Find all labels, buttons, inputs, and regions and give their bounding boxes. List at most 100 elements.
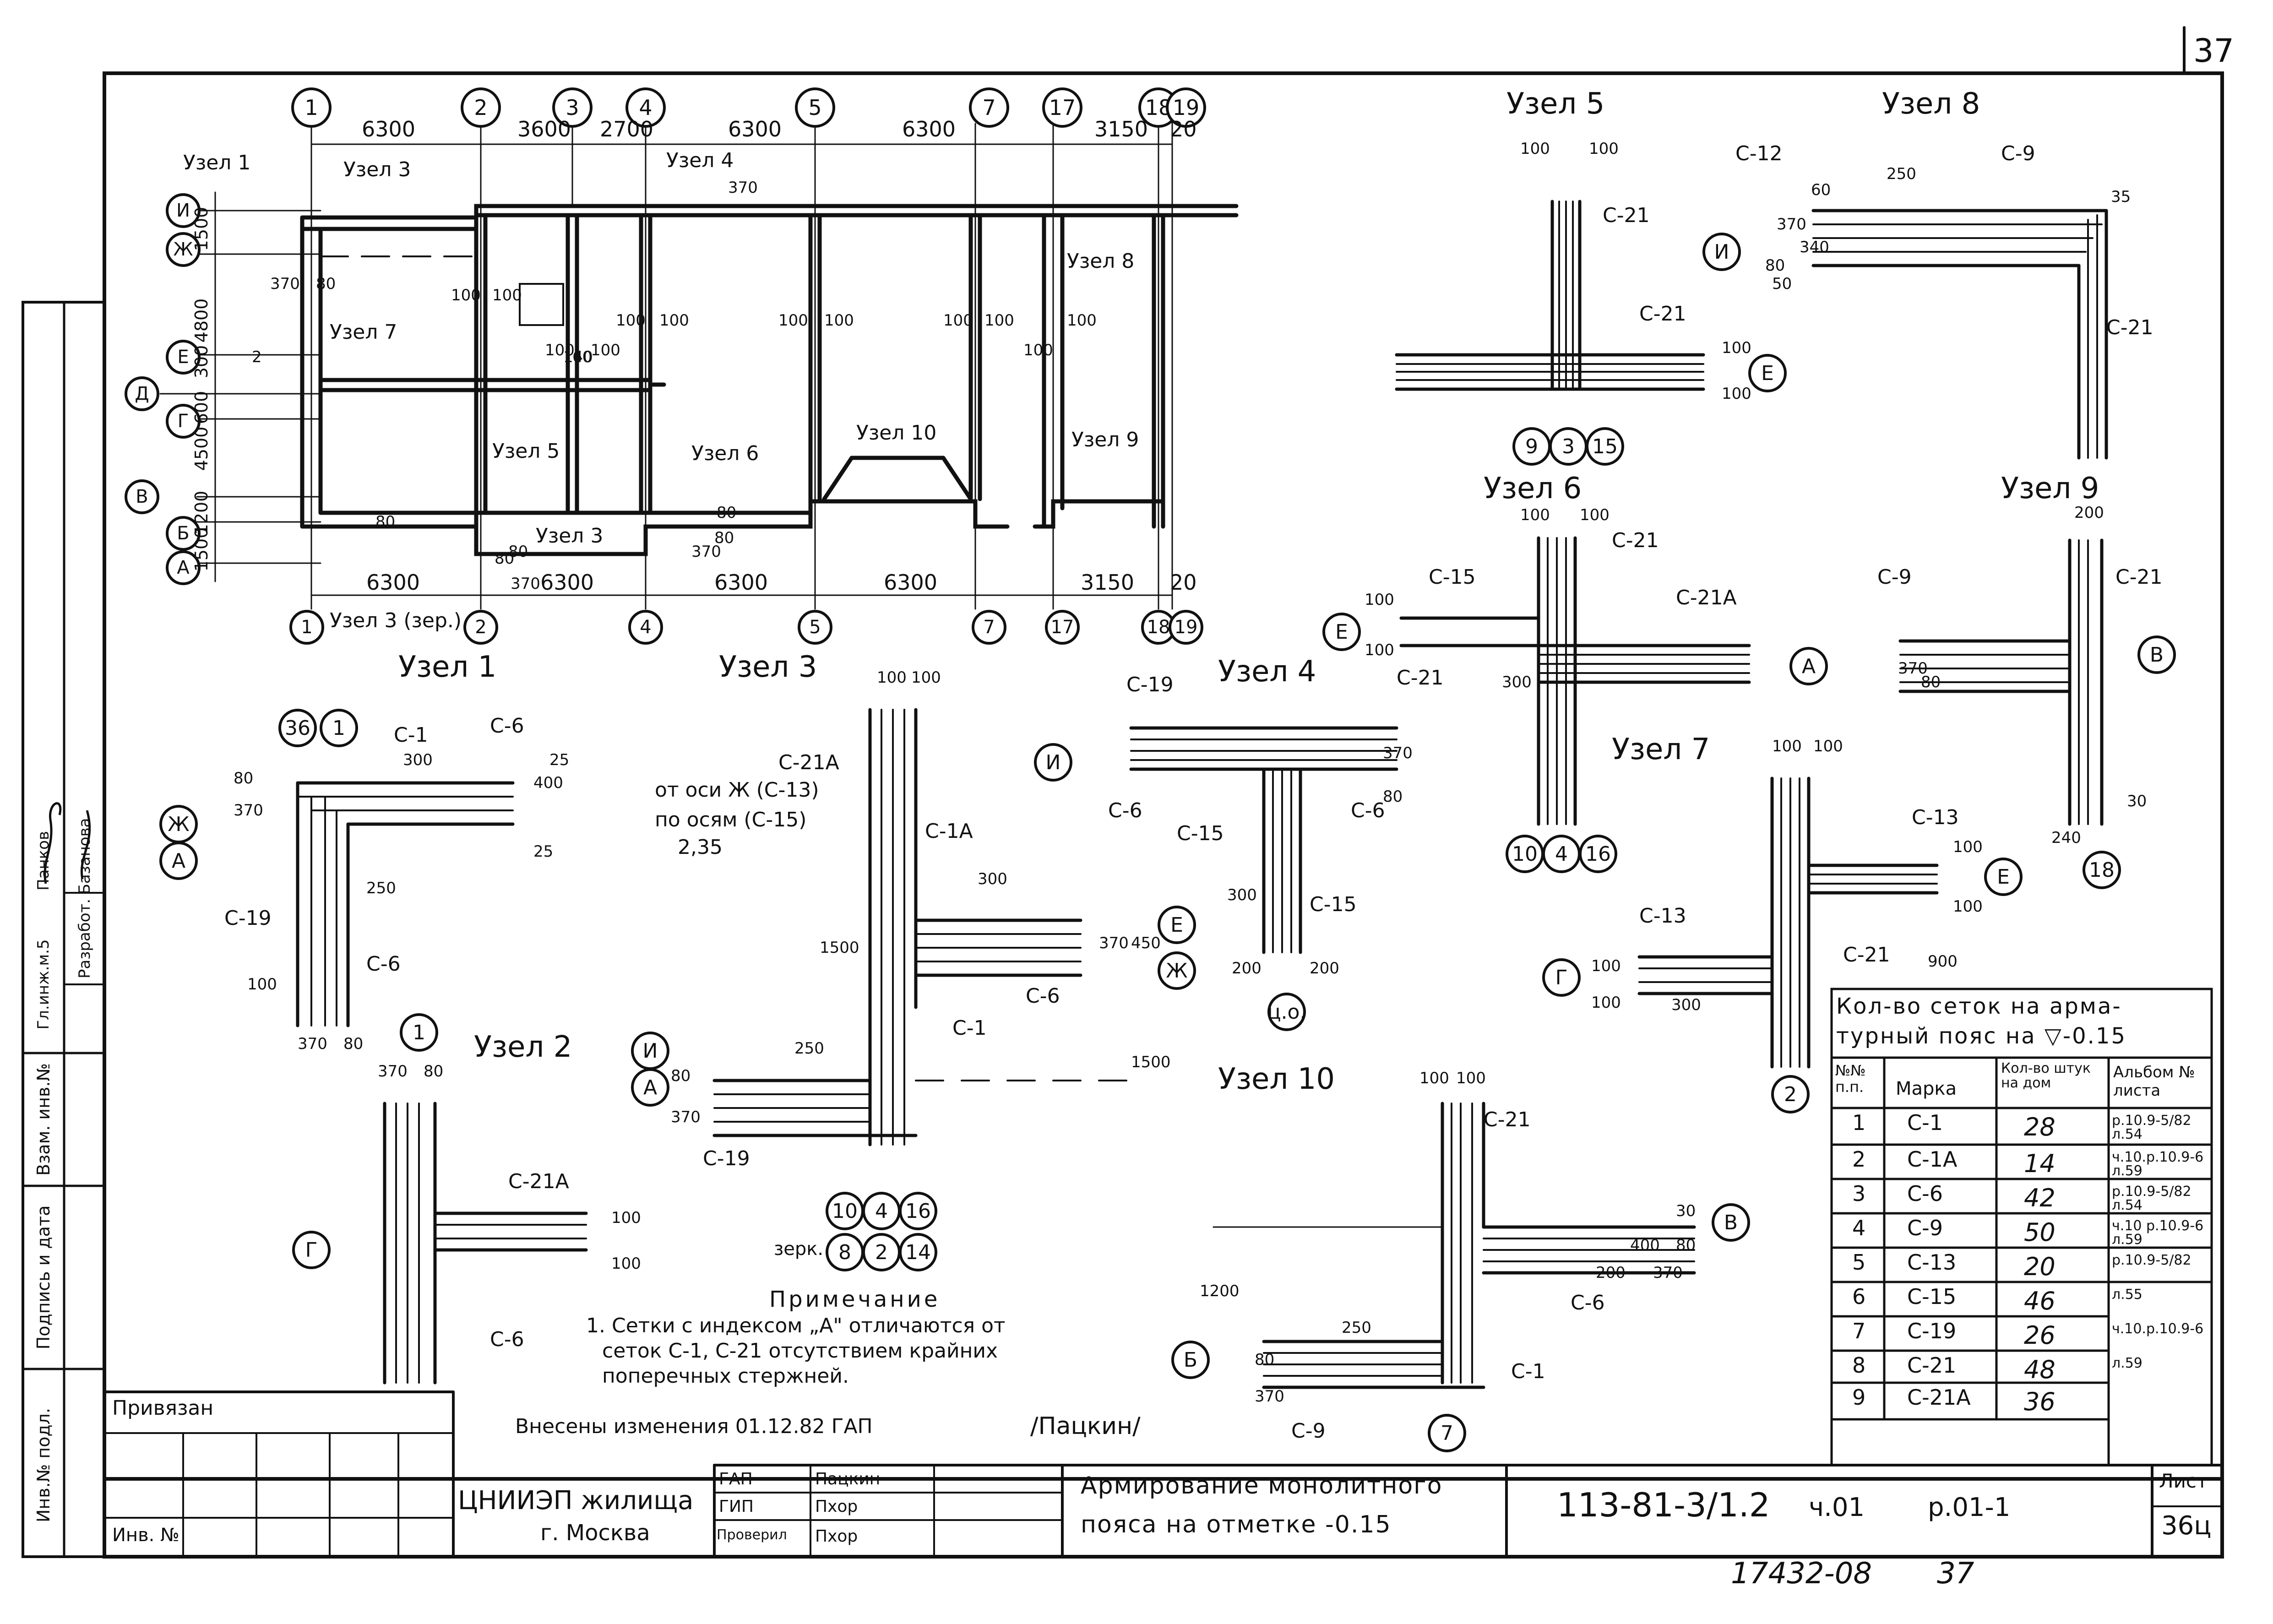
table-cell-no: 6 <box>1852 1284 1866 1309</box>
plan-node-label: Узел 10 <box>856 421 937 445</box>
mesh-label-n6: С-15 <box>1429 565 1476 589</box>
change-name: /Пацкин/ <box>1030 1412 1141 1440</box>
table-cell-album: л.59 <box>2112 1355 2142 1371</box>
node-dim-n3: 300 <box>978 870 1007 888</box>
mesh-label-n4: С-6 <box>1351 799 1385 822</box>
mesh-label-n6: С-21 <box>1612 529 1659 552</box>
node-dim-n7: 100 <box>1813 737 1843 755</box>
plan-wall-dim: 80 <box>508 543 528 561</box>
footer-page: 37 <box>1937 1557 1974 1591</box>
node-circle-n3: 10 <box>826 1192 864 1230</box>
stamp-signature-date: Подпись и дата <box>33 1205 54 1350</box>
table-header-mark: Марка <box>1896 1078 1957 1099</box>
tb-name-1: Пацкин <box>815 1470 881 1488</box>
node-dim-n3: 1500 <box>820 939 859 957</box>
table-cell-no: 8 <box>1852 1353 1866 1378</box>
plan-dim-top: 6300 <box>362 117 416 141</box>
note-line-3: поперечных стержней. <box>602 1364 849 1388</box>
node-dim-n5: 100 <box>1722 385 1751 403</box>
node-circle-n1: 1 <box>320 709 358 747</box>
plan-wall-dim: 100 <box>984 311 1014 330</box>
node-dim-n3: 100 <box>911 668 941 687</box>
node-title-n4: Узел 4 <box>1218 655 1316 689</box>
mesh-label-n1: С-6 <box>490 714 524 738</box>
node-title-n9: Узел 9 <box>2001 472 2099 505</box>
mirror-label: зерк. <box>774 1238 824 1260</box>
mesh-label-n4: С-15 <box>1177 822 1224 845</box>
tb-role-gap: ГАП <box>719 1470 753 1488</box>
table-cell-album: р.10.9-5/82 <box>2112 1252 2191 1268</box>
tb-name-2: Пхор <box>815 1497 858 1516</box>
node-dim-n10: 100 <box>1456 1069 1486 1087</box>
node-dim-n7: 100 <box>1591 957 1621 975</box>
plan-dim-top: 3150 <box>1094 117 1148 141</box>
table-cell-mark: С-6 <box>1907 1181 1943 1206</box>
table-cell-album: р.10.9-5/82 л.54 <box>2112 1113 2191 1142</box>
plan-wall-dim: 80 <box>316 275 336 293</box>
plan-wall-dim: 370 <box>691 543 721 561</box>
tb-role-checked: Проверил <box>717 1527 787 1543</box>
node-4-mesh <box>1129 726 1398 954</box>
plan-wall-dim: 100 <box>492 286 522 304</box>
plan-node-label: Узел 9 <box>1071 428 1139 451</box>
table-cell-no: 2 <box>1852 1147 1866 1172</box>
node-dim-n6: 100 <box>1365 591 1394 609</box>
axis-top-5: 5 <box>795 87 835 128</box>
note-line-2: сеток С-1, С-21 отсутствием крайних <box>602 1339 998 1363</box>
node-dim-n9: 80 <box>1921 673 1941 691</box>
mesh-label-n8: С-12 <box>1735 142 1783 165</box>
table-cell-qty: 42 <box>2024 1184 2055 1212</box>
table-grid <box>1830 988 2213 1466</box>
node-circle-n8: И <box>1702 233 1741 271</box>
table-cell-no: 9 <box>1852 1385 1866 1410</box>
node-dim-n7: 100 <box>1953 838 1983 856</box>
mesh-label-n2: С-21А <box>508 1170 569 1193</box>
axis-bottom-1: 1 <box>289 610 324 645</box>
tb-rev: р.01-1 <box>1928 1493 2011 1522</box>
plan-dim-top: 6300 <box>728 117 782 141</box>
node-circle-n3: А <box>631 1068 669 1107</box>
tb-title-2: пояса на отметке -0.15 <box>1081 1511 1392 1538</box>
table-title-1: Кол-во сеток на арма- <box>1836 994 2122 1019</box>
mesh-label-n7: С-13 <box>1912 806 1959 829</box>
node-dim-n4: 200 <box>1310 959 1339 978</box>
plan-dim-top: 6300 <box>902 117 956 141</box>
table-cell-album: р.10.9-5/82 л.54 <box>2112 1184 2191 1213</box>
axis-left-Е: Е <box>166 340 201 375</box>
mesh-label-n6: С-21А <box>1676 586 1737 609</box>
node-dim-n3: 1500 <box>1131 1053 1171 1071</box>
sheet-number: 36ц <box>2161 1511 2212 1541</box>
plan-wall-dim: 370 <box>270 275 300 293</box>
plan-dim-bottom: 6300 <box>714 570 768 595</box>
node-dim-n7: 100 <box>1772 737 1802 755</box>
plan-node-label: Узел 6 <box>691 442 759 465</box>
axis-left-А: А <box>166 550 201 585</box>
table-cell-album: ч.10.р.10.9-6 л.59 <box>2112 1149 2204 1179</box>
plan-wall-dim: 80 <box>717 504 737 522</box>
axis-bottom-19: 19 <box>1169 610 1203 645</box>
mesh-label-n4: С-6 <box>1108 799 1142 822</box>
table-cell-mark: С-1А <box>1907 1147 1958 1172</box>
plan-wall-dim: 370 <box>728 179 758 197</box>
axis-bottom-5: 5 <box>798 610 832 645</box>
node-dim-n7: 100 <box>1953 897 1983 916</box>
node-7-mesh <box>1637 777 1939 1069</box>
node-dim-n2: 370 <box>378 1062 408 1081</box>
table-cell-mark: С-19 <box>1907 1319 1957 1343</box>
node-title-n8: Узел 8 <box>1882 87 1980 121</box>
node-dim-n1: 100 <box>247 975 277 994</box>
table-cell-album: ч.10 р.10.9-6 л.59 <box>2112 1218 2204 1248</box>
plan-wall-dim: 80 <box>714 529 734 547</box>
stamp-razrabot: Разработ. <box>76 898 94 979</box>
table-cell-mark: С-15 <box>1907 1284 1957 1309</box>
node-dim-n10: 100 <box>1419 1069 1449 1087</box>
stamp-gl-inzh: Гл.инж.м.5 <box>34 939 53 1030</box>
node-dim-n2: 100 <box>611 1209 641 1227</box>
mesh-label-n8: С-9 <box>2001 142 2035 165</box>
node-3-mesh <box>712 708 1146 1146</box>
node-title-n3: Узел 3 <box>719 650 817 684</box>
n3-note-3: 2,35 <box>678 836 723 859</box>
mesh-label-n1: С-19 <box>224 907 272 930</box>
plan-wall-dim: 100 <box>616 311 646 330</box>
